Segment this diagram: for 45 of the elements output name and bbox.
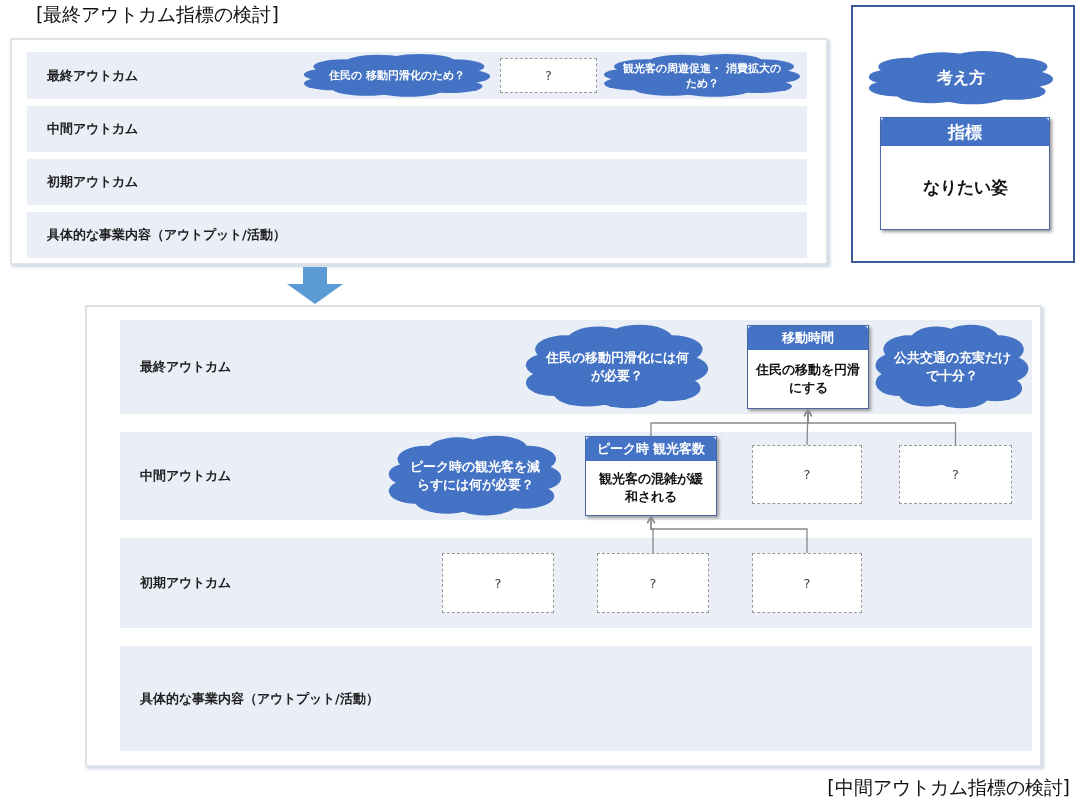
row-label: 中間アウトカム	[140, 467, 231, 485]
card-header: ピーク時 観光客数	[586, 437, 716, 461]
placeholder-box: ?	[597, 553, 709, 613]
placeholder-box: ?	[752, 445, 862, 504]
panel-title: [最終アウトカム指標の検討]	[36, 2, 279, 27]
block-arrow	[287, 267, 343, 304]
row-label: 具体的な事業内容（アウトプット/活動）	[47, 226, 286, 244]
cloud-text: 住民の 移動円滑化のため？	[328, 68, 466, 83]
arrow	[646, 515, 808, 554]
card-text: 住民の移動を円滑にする	[754, 361, 861, 397]
indicator-card	[747, 325, 869, 409]
row-label: 初期アウトカム	[140, 574, 231, 592]
row-label: 最終アウトカム	[140, 358, 231, 376]
thought-cloud	[874, 323, 1030, 411]
card-text: 観光客の混雑が緩和される	[598, 470, 704, 506]
indicator-card	[585, 436, 717, 516]
thought-cloud	[867, 50, 1055, 106]
indicator-card	[880, 117, 1050, 230]
thought-cloud	[387, 434, 563, 518]
panel-title: [中間アウトカム指標の検討]	[827, 775, 1070, 800]
placeholder-box: ?	[442, 553, 554, 613]
outcome-row	[120, 538, 1032, 628]
outcome-row	[120, 320, 1032, 414]
cloud-text: 住民の移動円滑化には何が必要？	[544, 349, 690, 385]
placeholder-box: ?	[899, 445, 1012, 504]
arrow	[803, 408, 957, 446]
legend-box	[851, 5, 1075, 263]
cloud-text: 考え方	[936, 67, 986, 89]
outcome-row	[27, 52, 807, 99]
card-text: なりたい姿	[921, 176, 1009, 199]
cloud-text: 観光客の周遊促進・ 消費拡大のため？	[622, 60, 782, 91]
card-header: 指標	[881, 118, 1049, 146]
thought-cloud	[602, 53, 802, 98]
thought-cloud	[302, 53, 492, 98]
row-label: 最終アウトカム	[47, 66, 138, 85]
row-label: 具体的な事業内容（アウトプット/活動）	[140, 689, 379, 708]
thought-cloud	[524, 323, 710, 411]
row-label: 中間アウトカム	[47, 120, 138, 138]
card-header: 移動時間	[748, 326, 868, 350]
row-label: 初期アウトカム	[47, 173, 138, 191]
placeholder-box: ?	[752, 553, 862, 613]
placeholder-box: ?	[500, 58, 597, 93]
outcome-row	[120, 432, 1032, 520]
cloud-text: ピーク時の観光客を減らすには何が必要？	[409, 458, 541, 494]
cloud-text: 公共交通の充実だけで十分？	[892, 349, 1012, 385]
